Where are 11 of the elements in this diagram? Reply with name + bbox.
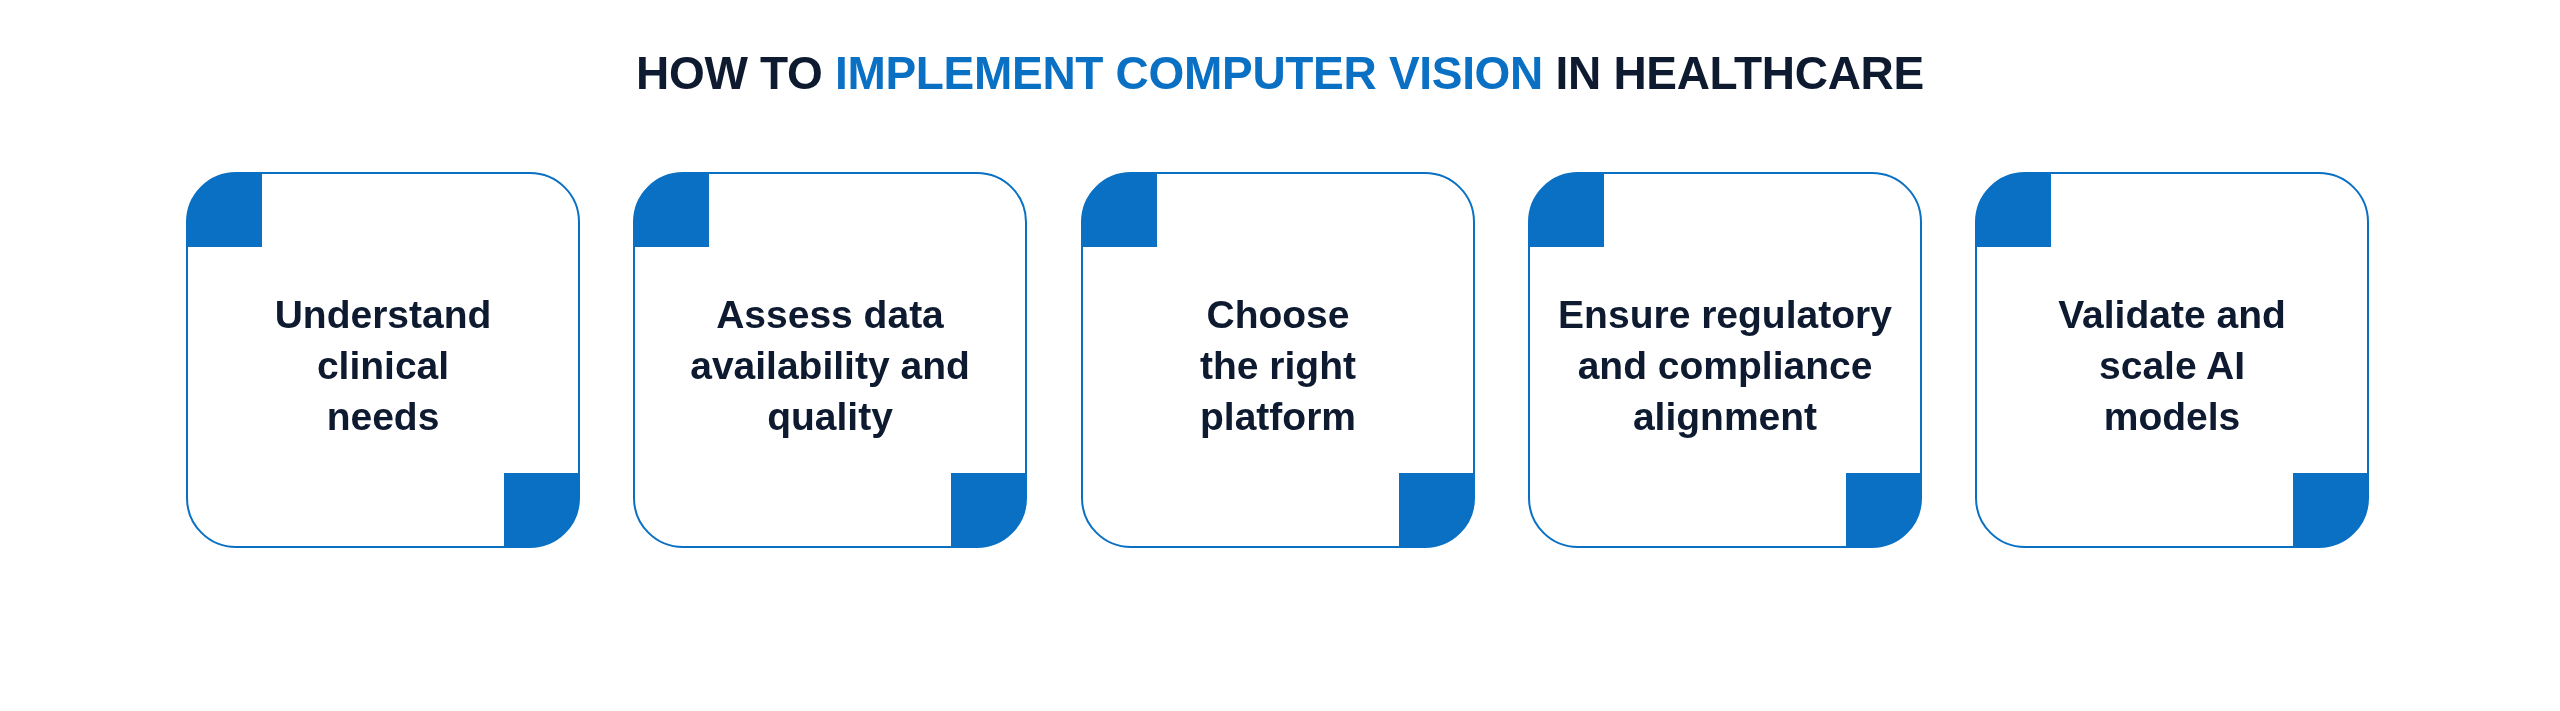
step-text: Ensure regulatory and compliance alignment xyxy=(1557,291,1893,440)
step-card xyxy=(1528,172,1922,548)
step-card xyxy=(1975,172,2369,548)
title: HOW TO IMPLEMENT COMPUTER VISION IN HEALTHCARE xyxy=(636,46,1924,101)
step-card xyxy=(186,172,580,548)
step-text: Assess data availability and quality xyxy=(689,291,971,440)
step-text: Understand clinical needs xyxy=(273,291,493,440)
step-card xyxy=(633,172,1027,548)
step-text: Validate and scale AI models xyxy=(2057,291,2287,440)
step-card xyxy=(1081,172,1475,548)
step-text: Choose the right platform xyxy=(1199,291,1357,440)
